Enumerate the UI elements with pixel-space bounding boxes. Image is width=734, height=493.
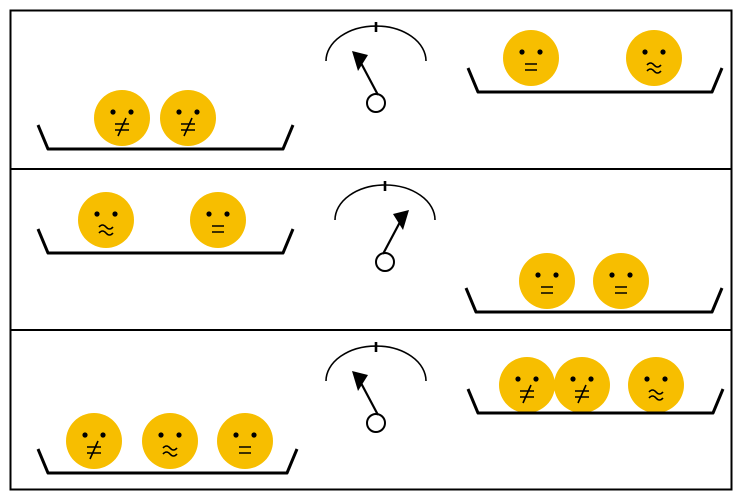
smiley-face-approx bbox=[78, 192, 134, 248]
right-pan-group bbox=[466, 30, 724, 94]
right-pan-group bbox=[466, 357, 725, 415]
dial-arrow-icon bbox=[352, 51, 379, 96]
dial-arrow-icon bbox=[352, 371, 379, 416]
smiley-face-not-equal bbox=[94, 90, 150, 146]
balance-pan-icon bbox=[466, 67, 724, 94]
dial-arrow-icon bbox=[382, 210, 409, 255]
balance-pan-icon bbox=[36, 448, 299, 475]
smiley-face-equal bbox=[593, 253, 649, 309]
balance-pan-icon bbox=[466, 388, 725, 415]
balance-row-3 bbox=[36, 342, 725, 475]
smiley-face-approx bbox=[628, 357, 684, 413]
left-pan-group bbox=[36, 413, 299, 475]
panel-frame bbox=[9, 9, 733, 491]
smiley-face-approx bbox=[142, 413, 198, 469]
balance-pan-icon bbox=[36, 124, 295, 151]
dial-gauge-icon bbox=[325, 22, 427, 113]
smiley-face-not-equal bbox=[499, 357, 555, 413]
dial-gauge-icon bbox=[334, 181, 436, 272]
smiley-face-approx bbox=[626, 30, 682, 86]
balance-pan-icon bbox=[464, 287, 724, 314]
right-pan-group bbox=[464, 253, 724, 314]
balance-row-2 bbox=[36, 181, 724, 314]
left-pan-group bbox=[36, 90, 295, 151]
smiley-face-equal bbox=[190, 192, 246, 248]
smiley-face-equal bbox=[519, 253, 575, 309]
balance-pan-icon bbox=[36, 228, 295, 255]
smiley-face-equal bbox=[503, 30, 559, 86]
smiley-face-equal bbox=[217, 413, 273, 469]
left-pan-group bbox=[36, 192, 295, 255]
dial-gauge-icon bbox=[325, 342, 427, 433]
smiley-face-not-equal bbox=[66, 413, 122, 469]
balance-row-1 bbox=[36, 22, 724, 151]
smiley-face-not-equal bbox=[554, 357, 610, 413]
smiley-face-not-equal bbox=[160, 90, 216, 146]
